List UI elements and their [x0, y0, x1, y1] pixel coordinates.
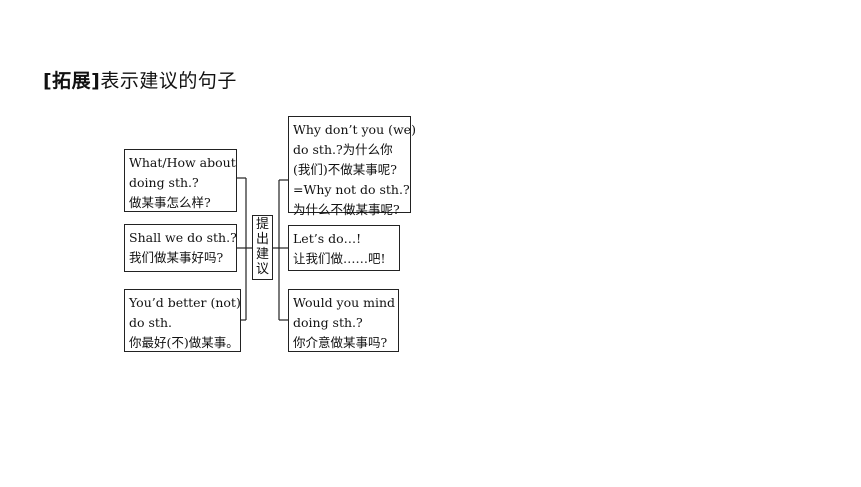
- left-box-youd-better: You’d better (not) do sth. 你最好(不)做某事。: [124, 289, 241, 352]
- box-line: do sth.?为什么你: [293, 142, 393, 157]
- box-line: Would you mind: [293, 295, 396, 310]
- box-line: Let’s do…!: [293, 231, 362, 246]
- box-line: Shall we do sth.?: [129, 230, 237, 245]
- heading-title: 表示建议的句子: [100, 70, 237, 92]
- center-char: 出: [255, 232, 269, 247]
- left-box-shall-we: Shall we do sth.? 我们做某事好吗?: [124, 224, 237, 272]
- center-char: 议: [255, 262, 269, 277]
- box-line: 为什么不做某事呢?: [293, 202, 400, 217]
- center-char: 提: [255, 217, 269, 232]
- box-line: 我们做某事好吗?: [129, 250, 224, 265]
- box-line: Why don’t you (we): [293, 122, 416, 137]
- box-line: What/How about: [129, 155, 236, 170]
- box-line: 你介意做某事吗?: [293, 335, 388, 350]
- box-line: (我们)不做某事呢?: [293, 162, 397, 177]
- heading-bracket-label: [拓展]: [43, 70, 101, 92]
- right-box-lets-do: Let’s do…! 让我们做……吧!: [288, 225, 400, 271]
- box-line: 让我们做……吧!: [293, 251, 386, 266]
- left-box-what-how-about: What/How about doing sth.? 做某事怎么样?: [124, 149, 237, 212]
- box-line: =Why not do sth.?: [293, 182, 410, 197]
- right-box-would-you-mind: Would you mind doing sth.? 你介意做某事吗?: [288, 289, 399, 352]
- box-line: doing sth.?: [129, 175, 199, 190]
- section-heading: [拓展]表示建议的句子: [43, 66, 237, 93]
- center-label-suggestion: 提 出 建 议: [252, 215, 273, 280]
- box-line: do sth.: [129, 315, 172, 330]
- right-box-why-dont-you: Why don’t you (we) do sth.?为什么你 (我们)不做某事…: [288, 116, 416, 217]
- box-line: You’d better (not): [129, 295, 241, 310]
- box-line: 你最好(不)做某事。: [129, 335, 239, 350]
- center-char: 建: [255, 247, 269, 262]
- box-line: doing sth.?: [293, 315, 363, 330]
- box-line: 做某事怎么样?: [129, 195, 211, 210]
